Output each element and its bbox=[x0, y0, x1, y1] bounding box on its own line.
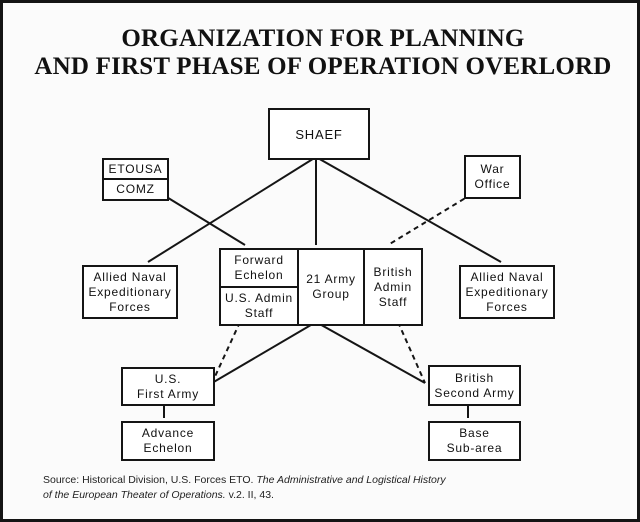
british-admin-staff-line-3: Staff bbox=[378, 294, 408, 309]
base-subarea-line-2: Sub-area bbox=[446, 441, 503, 455]
british-admin-staff-cell: British Admin Staff bbox=[365, 250, 421, 324]
line-shaef-to-naval-right bbox=[315, 156, 502, 263]
base-subarea-line-1: Base bbox=[459, 426, 490, 440]
us-first-army-box: U.S. First Army bbox=[121, 367, 215, 406]
shaef-label: SHAEF bbox=[295, 126, 343, 142]
allied-naval-left-line-2: Expeditionary bbox=[88, 284, 172, 299]
advance-echelon-box: Advance Echelon bbox=[121, 421, 215, 461]
dashed-british-admin-to-second-army bbox=[397, 321, 426, 384]
line-army-group-to-first-army bbox=[211, 321, 317, 384]
diagram-title: ORGANIZATION FOR PLANNING AND FIRST PHAS… bbox=[3, 25, 640, 81]
shaef-box: SHAEF bbox=[268, 108, 370, 160]
allied-naval-left-line-3: Forces bbox=[109, 299, 151, 314]
source-suffix: v.2. II, 43. bbox=[228, 489, 274, 501]
us-first-army-line-2: First Army bbox=[137, 386, 199, 401]
war-office-line-1: War bbox=[480, 162, 505, 176]
dashed-war-office-to-british-admin bbox=[387, 193, 473, 246]
british-second-army-box: British Second Army bbox=[428, 365, 521, 406]
army-group-cell: 21 Army Group bbox=[299, 250, 365, 324]
allied-naval-right-line-2: Expeditionary bbox=[465, 284, 549, 299]
us-admin-staff-line-2: Staff bbox=[244, 306, 274, 320]
etousa-cell: ETOUSA bbox=[104, 160, 167, 180]
british-admin-staff-line-2: Admin bbox=[373, 279, 412, 294]
comz-cell: COMZ bbox=[104, 180, 167, 199]
title-line-1: ORGANIZATION FOR PLANNING bbox=[121, 25, 525, 52]
allied-naval-left-line-1: Allied Naval bbox=[93, 269, 167, 284]
allied-naval-left-box: Allied Naval Expeditionary Forces bbox=[82, 265, 178, 319]
advance-echelon-line-2: Echelon bbox=[143, 441, 193, 455]
advance-echelon-line-1: Advance bbox=[141, 426, 195, 440]
etousa-label: ETOUSA bbox=[108, 161, 163, 176]
us-admin-staff-cell: U.S. Admin Staff bbox=[221, 288, 299, 324]
comz-label: COMZ bbox=[116, 182, 155, 196]
line-army-group-to-second-army bbox=[315, 321, 426, 384]
war-office-box: War Office bbox=[464, 155, 521, 199]
allied-naval-right-box: Allied Naval Expeditionary Forces bbox=[459, 265, 555, 319]
dashed-us-admin-to-first-army bbox=[211, 321, 241, 384]
allied-naval-right-line-3: Forces bbox=[486, 299, 528, 314]
source-work-line-2: of the European Theater of Operations. bbox=[43, 489, 226, 501]
us-admin-staff-line-1: U.S. Admin bbox=[224, 291, 294, 305]
base-subarea-box: Base Sub-area bbox=[428, 421, 521, 461]
forward-echelon-line-2: Echelon bbox=[234, 268, 284, 282]
source-citation: Source: Historical Division, U.S. Forces… bbox=[43, 473, 613, 503]
source-work-line-1: The Administrative and Logistical Histor… bbox=[256, 474, 446, 486]
line-shaef-to-naval-left bbox=[147, 156, 317, 263]
line-comz-to-forward-echelon bbox=[164, 195, 246, 246]
british-admin-staff-line-1: British bbox=[373, 264, 413, 279]
army-group-composite-box: Forward Echelon U.S. Admin Staff 21 Army… bbox=[219, 248, 423, 326]
war-office-line-2: Office bbox=[474, 177, 511, 191]
british-second-army-line-1: British bbox=[455, 370, 494, 385]
etousa-comz-box: ETOUSA COMZ bbox=[102, 158, 169, 201]
us-first-army-line-1: U.S. bbox=[154, 371, 182, 386]
connector-lines bbox=[147, 156, 502, 418]
source-prefix: Source: Historical Division, U.S. Forces… bbox=[43, 474, 254, 486]
forward-echelon-cell: Forward Echelon bbox=[221, 250, 299, 288]
british-second-army-line-2: Second Army bbox=[434, 385, 515, 400]
title-line-2: AND FIRST PHASE OF OPERATION OVERLORD bbox=[34, 53, 612, 80]
army-group-line-2: Group bbox=[312, 287, 350, 301]
forward-echelon-line-1: Forward bbox=[234, 253, 284, 267]
army-group-line-1: 21 Army bbox=[306, 272, 356, 286]
allied-naval-right-line-1: Allied Naval bbox=[470, 269, 544, 284]
